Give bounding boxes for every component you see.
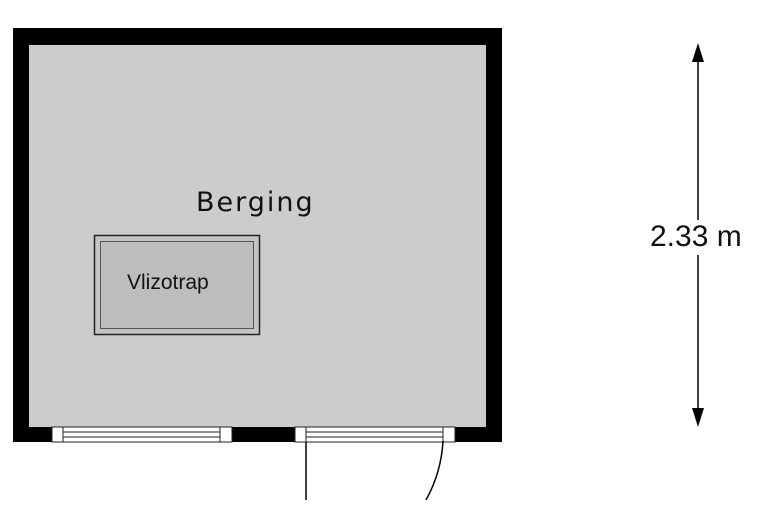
walls	[13, 28, 502, 442]
window-1	[51, 426, 233, 443]
room-label-berging: Berging	[196, 187, 315, 218]
door-1	[294, 426, 456, 501]
dimension-label-height: 2.33 m	[649, 220, 743, 254]
fixture-label-vlizotrap: Vlizotrap	[127, 271, 209, 294]
door-swing-arc	[425, 440, 444, 501]
arrow-up-icon	[692, 43, 704, 62]
dimension-height	[692, 43, 704, 427]
vlizotrap-fixture	[93, 234, 261, 336]
arrow-down-icon	[692, 408, 704, 427]
